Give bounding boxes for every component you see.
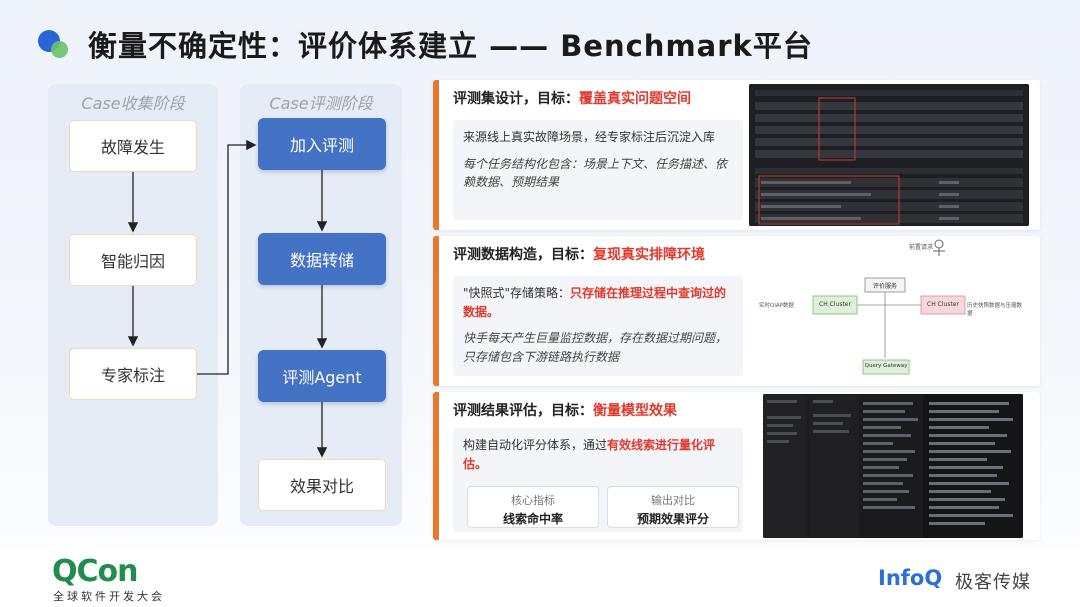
card-eval-result: 评测结果评估，目标：衡量模型效果 构建自动化评分体系，通过有效线索进行量化评估。… — [433, 392, 1040, 540]
collect-header: Case收集阶段 — [81, 94, 185, 113]
metric-core: 核心指标 线索命中率 — [467, 486, 599, 528]
infoq-logo: InfoQ — [878, 566, 943, 590]
metric-core-label: 核心指标 — [511, 494, 555, 507]
diagram-left-cluster: CH Cluster — [819, 301, 851, 308]
diagram-query-gateway: Query Gateway — [864, 363, 908, 369]
card-eval-set-design: 评测集设计，目标：覆盖真实问题空间 来源线上真实故障场景，经专家标注后沉淀入库 … — [433, 80, 1040, 230]
card3-line1: 构建自动化评分体系，通过有效线索进行量化评估。 — [463, 438, 716, 471]
diagram-left-text: 实时OlAP数据 — [759, 303, 794, 309]
diagram-center-box: 评价服务 — [872, 283, 897, 290]
step-result-compare: 效果对比 — [258, 459, 386, 511]
diagram-top-label: 前置请求 — [909, 244, 934, 251]
bullet-logo-icon — [38, 26, 74, 62]
page-title: 衡量不确定性：评价体系建立 —— Benchmark平台 — [88, 29, 813, 63]
qcon-logo: QCon — [52, 554, 138, 589]
architecture-diagram: 前置请求 评价服务 CH Cluster CH Cluster Query Ga… — [755, 238, 1027, 382]
card1-body: 来源线上真实故障场景，经专家标注后沉淀入库 每个任务结构化包含：场景上下文、任务… — [453, 120, 743, 220]
geek-media-logo: 极客传媒 — [955, 572, 1031, 593]
metric-core-value: 线索命中率 — [502, 512, 563, 526]
card-eval-data-build: 评测数据构造，目标：复现真实排障环境 "快照式"存储策略：只存储在推理过程中查询… — [433, 236, 1040, 386]
step-fault-occur: 故障发生 — [69, 120, 197, 172]
footer: QCon 全球软件开发大会 InfoQ 极客传媒 — [0, 548, 1080, 607]
diagram-right-cluster: CH Cluster — [927, 301, 959, 308]
step-data-dump: 数据转储 — [258, 233, 386, 285]
card1-heading: 评测集设计，目标：覆盖真实问题空间 — [453, 91, 691, 107]
step-expert-label: 专家标注 — [69, 348, 197, 400]
card3-heading: 评测结果评估，目标：衡量模型效果 — [453, 403, 677, 419]
metric-output-label: 输出对比 — [651, 494, 695, 507]
card2-heading: 评测数据构造，目标：复现真实排障环境 — [453, 247, 705, 263]
card2-line2: 快手每天产生巨量监控数据，存在数据过期问题，只存储包含下游链路执行数据 — [463, 331, 728, 364]
case-table-screenshot — [749, 84, 1029, 226]
metric-output: 输出对比 预期效果评分 — [607, 486, 739, 528]
diagram-right-text: 历史快照数据与压缩数据 — [967, 303, 1023, 317]
title-row: 衡量不确定性：评价体系建立 —— Benchmark平台 — [38, 22, 813, 66]
card2-body: "快照式"存储策略：只存储在推理过程中查询过的数据。 快手每天产生巨量监控数据，… — [453, 276, 743, 376]
step-join-eval: 加入评测 — [258, 118, 386, 170]
eval-result-screenshot — [763, 394, 1023, 538]
step-smart-attribution: 智能归因 — [69, 234, 197, 286]
qcon-subtitle: 全球软件开发大会 — [53, 590, 165, 603]
card2-line1: "快照式"存储策略：只存储在推理过程中查询过的数据。 — [463, 286, 727, 319]
step-eval-agent: 评测Agent — [258, 350, 386, 402]
card1-line1: 来源线上真实故障场景，经专家标注后沉淀入库 — [463, 130, 716, 144]
eval-header: Case评测阶段 — [269, 94, 373, 113]
card1-line2: 每个任务结构化包含：场景上下文、任务描述、依赖数据、预期结果 — [463, 156, 728, 190]
metric-output-value: 预期效果评分 — [636, 512, 709, 526]
